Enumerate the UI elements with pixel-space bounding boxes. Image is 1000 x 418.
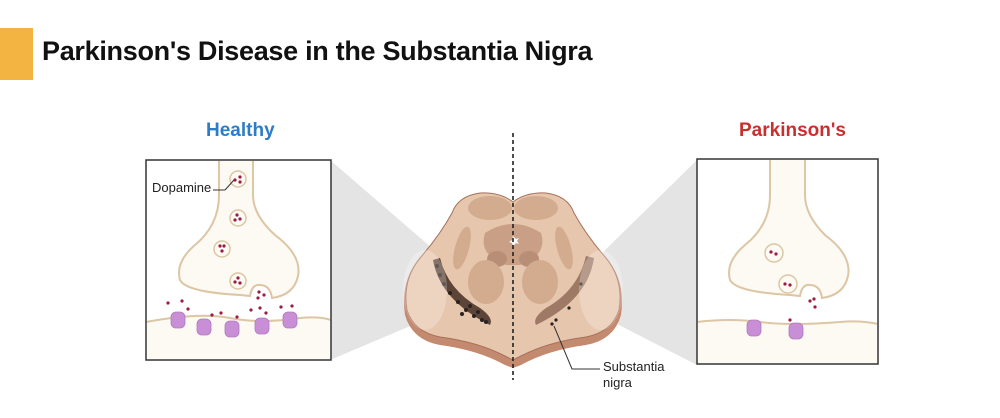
dopamine-vesicle	[213, 170, 247, 290]
healthy-label: Healthy	[206, 120, 275, 141]
substantia-nigra-healthy	[433, 258, 491, 325]
healthy-synapse-panel	[145, 159, 332, 361]
page-title: Parkinson's Disease in the Substantia Ni…	[42, 36, 593, 66]
sn-label-line2: nigra	[603, 375, 632, 390]
dopamine-annotation: Dopamine	[152, 180, 212, 195]
dopamine-molecules	[166, 175, 294, 319]
parkinsons-synapse-panel	[696, 158, 879, 365]
title-accent-bar	[0, 28, 33, 80]
substantia-nigra-annotation: Substantia nigra	[603, 359, 664, 391]
sn-label-line1: Substantia	[603, 359, 665, 374]
substantia-nigra-parkinsons	[535, 256, 594, 325]
parkinsons-label: Parkinson's	[739, 120, 846, 141]
dopamine-receptors	[170, 311, 298, 338]
